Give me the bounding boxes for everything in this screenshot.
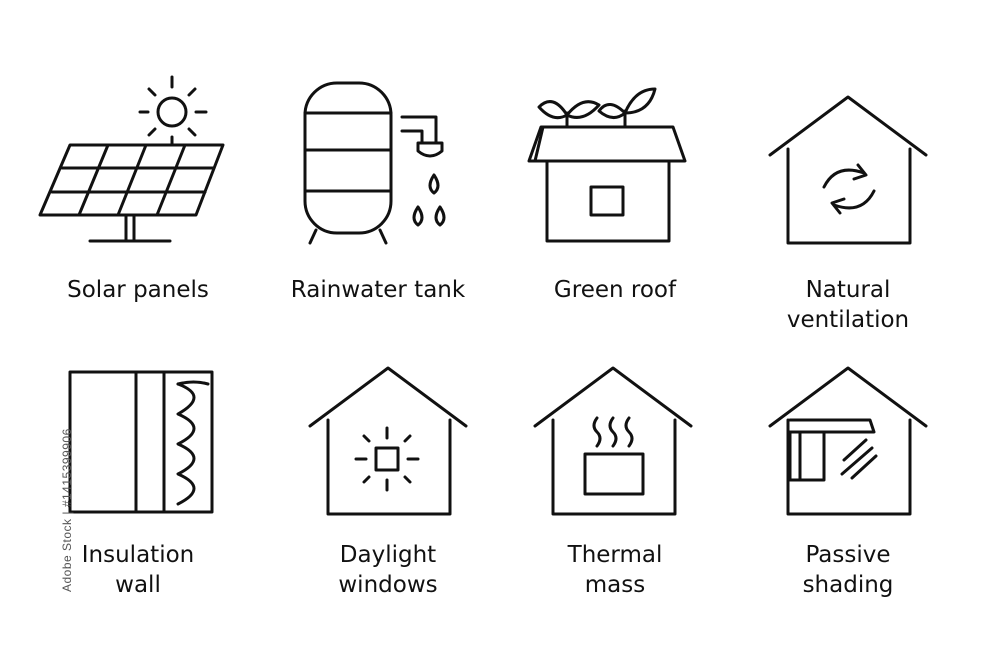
shading-house-icon: [768, 366, 928, 516]
tile-daylight-windows: Daylight windows: [268, 340, 508, 598]
thermal-mass-house-icon: [533, 366, 693, 516]
tile-thermal-mass: Thermal mass: [495, 340, 735, 598]
label-rainwater-tank: Rainwater tank: [290, 277, 466, 303]
label-passive-shading: Passive shading: [802, 542, 894, 598]
tile-solar-panels: Solar panels: [18, 65, 258, 303]
tile-insulation-wall: Insulation wall: [18, 340, 258, 598]
label-daylight-windows: Daylight windows: [338, 542, 438, 598]
tile-passive-shading: Passive shading: [728, 340, 968, 598]
solar-panel-icon: [38, 75, 225, 243]
green-roof-icon: [527, 87, 687, 243]
stock-watermark: Adobe Stock | #1415399906: [60, 428, 74, 592]
tile-natural-ventilation: Natural ventilation: [728, 65, 968, 333]
tile-green-roof: Green roof: [495, 65, 735, 303]
label-insulation-wall: Insulation wall: [81, 542, 195, 598]
tile-rainwater-tank: Rainwater tank: [258, 65, 498, 303]
label-thermal-mass: Thermal mass: [567, 542, 663, 598]
daylight-house-icon: [308, 366, 468, 516]
label-solar-panels: Solar panels: [67, 277, 209, 303]
label-natural-ventilation: Natural ventilation: [786, 277, 910, 333]
insulation-wall-icon: [68, 370, 214, 514]
ventilation-house-icon: [768, 95, 928, 245]
label-green-roof: Green roof: [553, 277, 677, 303]
rainwater-tank-icon: [303, 81, 446, 245]
